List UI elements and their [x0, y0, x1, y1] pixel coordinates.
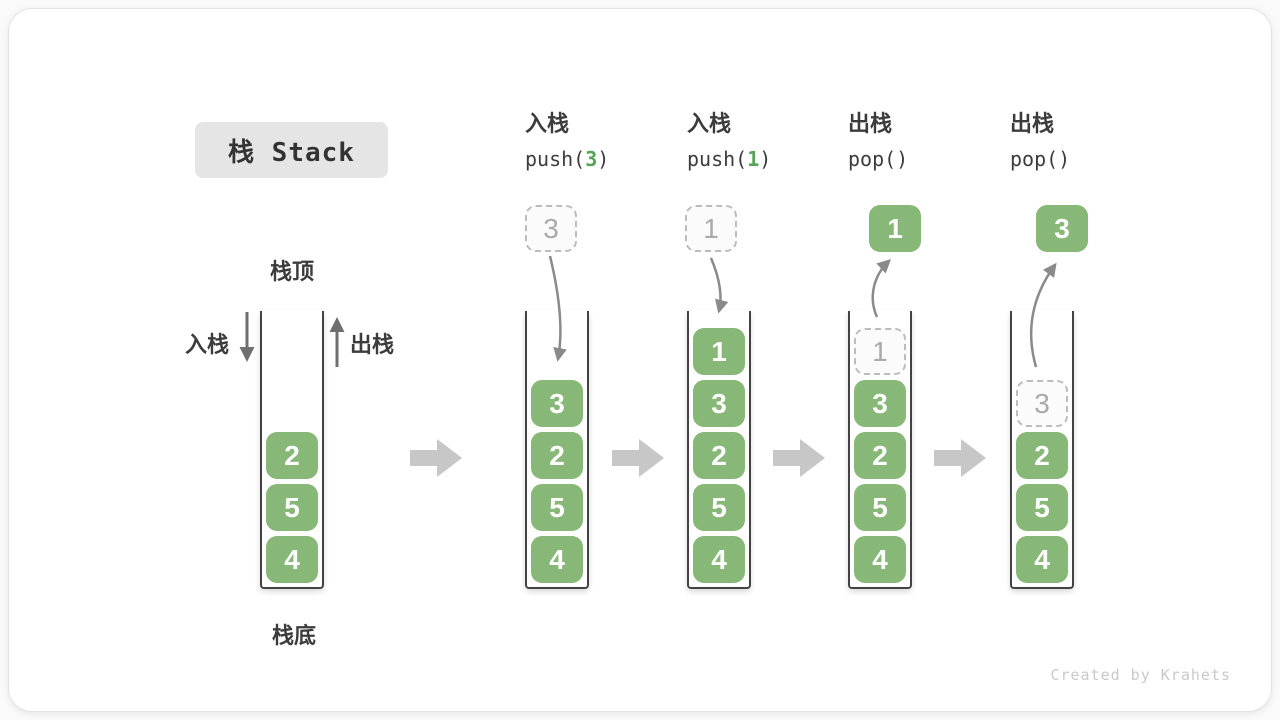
push-label: 入栈: [525, 111, 570, 136]
pop-side-label: 出栈: [350, 332, 395, 357]
stack-element: 5: [693, 484, 745, 531]
operation-code: push(1): [687, 147, 772, 171]
operation-code: pop(): [1010, 147, 1071, 171]
stack-element: 4: [266, 536, 318, 583]
stack-element: 5: [266, 484, 318, 531]
stack-element: 5: [854, 484, 906, 531]
next-stage-arrow: [612, 439, 664, 477]
operation-arg: 1: [747, 147, 760, 171]
stack-element: 3: [693, 380, 745, 427]
operation-code: push(3): [525, 147, 610, 171]
pop-label: 出栈: [848, 111, 893, 136]
figure-title: 栈 Stack: [195, 122, 388, 178]
stack-element: 1: [693, 328, 745, 375]
pop-label: 出栈: [1010, 111, 1055, 136]
push-label: 入栈: [687, 111, 732, 136]
stage-header: 出栈 pop(): [1010, 111, 1190, 173]
stack-top-label: 栈顶: [269, 259, 314, 284]
stack-bottom-label: 栈底: [271, 623, 316, 648]
stage-header: 入栈 push(3): [525, 111, 705, 173]
stack-element: 4: [531, 536, 583, 583]
floating-element-ghost: 1: [685, 205, 737, 252]
stage-header: 出栈 pop(): [848, 111, 1028, 173]
floating-element-ghost: 3: [525, 205, 577, 252]
stack-element: 2: [693, 432, 745, 479]
stack-element: 5: [531, 484, 583, 531]
floating-element: 3: [1036, 205, 1088, 252]
stack-element: 4: [1016, 536, 1068, 583]
stack-element: 2: [1016, 432, 1068, 479]
push-side-label: 入栈: [185, 332, 230, 357]
stack-element: 5: [1016, 484, 1068, 531]
next-stage-arrow: [934, 439, 986, 477]
watermark: Created by Krahets: [1050, 666, 1231, 684]
next-stage-arrow: [410, 439, 462, 477]
stack-element-ghost: 1: [854, 328, 906, 375]
stack-element: 2: [854, 432, 906, 479]
stack-element: 2: [531, 432, 583, 479]
floating-element: 1: [869, 205, 921, 252]
stack-element: 4: [693, 536, 745, 583]
stack-element: 3: [854, 380, 906, 427]
operation-arg: 3: [585, 147, 598, 171]
stack-element: 2: [266, 432, 318, 479]
stage-header: 入栈 push(1): [687, 111, 867, 173]
push-arrow-stage3: [709, 257, 729, 314]
next-stage-arrow: [773, 439, 825, 477]
pop-arrow-stage4: [871, 259, 892, 318]
stack-element: 3: [531, 380, 583, 427]
stack-element: 4: [854, 536, 906, 583]
operation-code: pop(): [848, 147, 909, 171]
stack-element-ghost: 3: [1016, 380, 1068, 427]
